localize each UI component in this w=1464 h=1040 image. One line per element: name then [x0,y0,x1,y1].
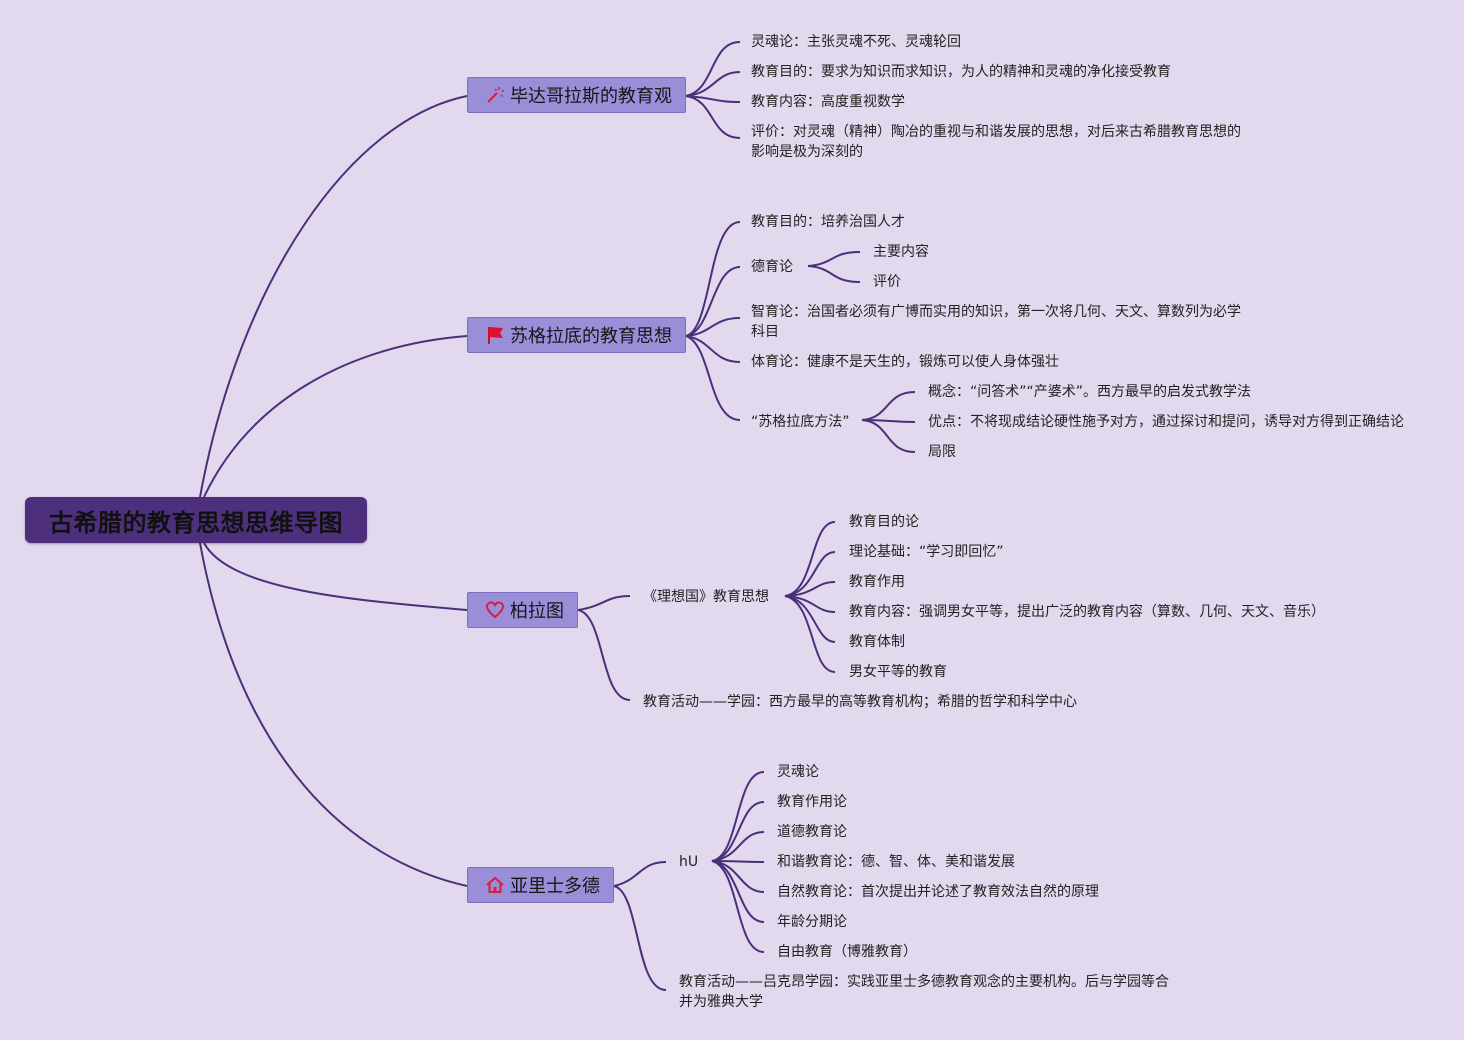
list-item[interactable]: 教育目的：培养治国人才 [751,214,905,230]
connector-line [861,391,916,421]
list-item[interactable]: 德育论 [751,259,793,275]
branch-plato[interactable]: 柏拉图 [467,592,578,628]
list-item[interactable]: 教育作用论 [777,794,847,810]
list-item[interactable]: 自然教育论：首次提出并论述了教育效法自然的原理 [777,884,1099,900]
list-item[interactable]: 评价 [873,274,901,290]
connector-line [577,595,631,611]
list-item[interactable]: 理论基础：“学习即回忆” [849,544,1004,560]
list-item[interactable]: 主要内容 [873,244,929,260]
list-item[interactable]: 教育目的：要求为知识而求知识，为人的精神和灵魂的净化接受教育 [751,64,1171,80]
connector-root-aristotle [199,542,468,887]
connector-line [807,265,861,283]
connector-line [685,266,741,337]
list-item[interactable]: 教育作用 [849,574,905,590]
list-item[interactable]: 局限 [928,444,956,460]
connector-line [784,581,836,597]
branch-plato-label: 柏拉图 [510,601,564,622]
connector-line [711,860,765,953]
connector-line [784,595,836,643]
list-item[interactable]: 教育活动——学园：西方最早的高等教育机构；希腊的哲学和科学中心 [643,694,1077,710]
list-item[interactable]: 概念：“问答术”“产婆术”。西方最早的启发式教学法 [928,384,1252,400]
connector-line [784,551,836,597]
connector-line [613,861,667,887]
connector-root-plato [203,542,468,611]
magic-wand-icon [484,84,506,106]
branch-pythagoras[interactable]: 毕达哥拉斯的教育观 [467,77,686,113]
connector-line [685,317,741,337]
connector-line [685,95,741,139]
connector-line [711,831,765,862]
root-title: 古希腊的教育思想思维导图 [49,508,343,537]
red-flag-icon [484,324,506,346]
root-node[interactable]: 古希腊的教育思想思维导图 [25,497,367,543]
list-item[interactable]: 道德教育论 [777,824,847,840]
connector-line [711,801,765,862]
connector-line [685,221,741,337]
branch-pythagoras-label: 毕达哥拉斯的教育观 [510,86,672,107]
list-item[interactable]: 教育内容：强调男女平等，提出广泛的教育内容（算数、几何、天文、音乐） [849,604,1325,620]
list-item[interactable]: 灵魂论 [777,764,819,780]
list-item[interactable]: 年龄分期论 [777,914,847,930]
connector-line [861,419,916,453]
list-item[interactable]: 《理想国》教育思想 [643,589,769,605]
connector-line [784,595,836,613]
branch-socrates[interactable]: 苏格拉底的教育思想 [467,317,686,353]
list-item[interactable]: 男女平等的教育 [849,664,947,680]
heart-icon [484,599,506,621]
connector-root-pythagoras [199,95,468,498]
connector-root-socrates [203,335,468,498]
list-item[interactable]: 体育论：健康不是天生的，锻炼可以使人身体强壮 [751,354,1059,370]
connector-line [711,860,765,863]
connector-line [685,95,741,103]
connector-line [784,595,836,673]
connector-line [685,335,741,363]
list-item[interactable]: 教育目的论 [849,514,919,530]
home-icon [484,874,506,896]
connector-line [685,71,741,97]
connector-line [685,335,741,421]
connector-line [711,860,765,923]
connector-line [685,41,741,97]
connector-line [711,771,765,862]
list-item[interactable]: 智育论：治国者必须有广博而实用的知识，第一次将几何、天文、算数列为必学科目 [751,304,1241,340]
list-item[interactable]: 教育活动——吕克昂学园：实践亚里士多德教育观念的主要机构。后与学园等合并为雅典大… [679,974,1169,1010]
connector-line [577,609,631,701]
connector-line [807,251,861,267]
branch-aristotle[interactable]: 亚里士多德 [467,867,614,903]
branch-aristotle-label: 亚里士多德 [510,876,600,897]
connector-line [784,521,836,597]
list-item[interactable]: 优点：不将现成结论硬性施予对方，通过探讨和提问，诱导对方得到正确结论 [928,414,1404,430]
list-item[interactable]: 教育体制 [849,634,905,650]
list-item[interactable]: 和谐教育论：德、智、体、美和谐发展 [777,854,1015,870]
list-item[interactable]: hU [679,854,699,870]
list-item[interactable]: 评价：对灵魂（精神）陶冶的重视与和谐发展的思想，对后来古希腊教育思想的影响是极为… [751,124,1241,160]
branch-socrates-label: 苏格拉底的教育思想 [510,326,672,347]
list-item[interactable]: 教育内容：高度重视数学 [751,94,905,110]
list-item[interactable]: “苏格拉底方法” [751,414,850,430]
list-item[interactable]: 自由教育（博雅教育） [777,944,917,960]
list-item[interactable]: 灵魂论：主张灵魂不死、灵魂轮回 [751,34,961,50]
connector-line [613,885,667,991]
